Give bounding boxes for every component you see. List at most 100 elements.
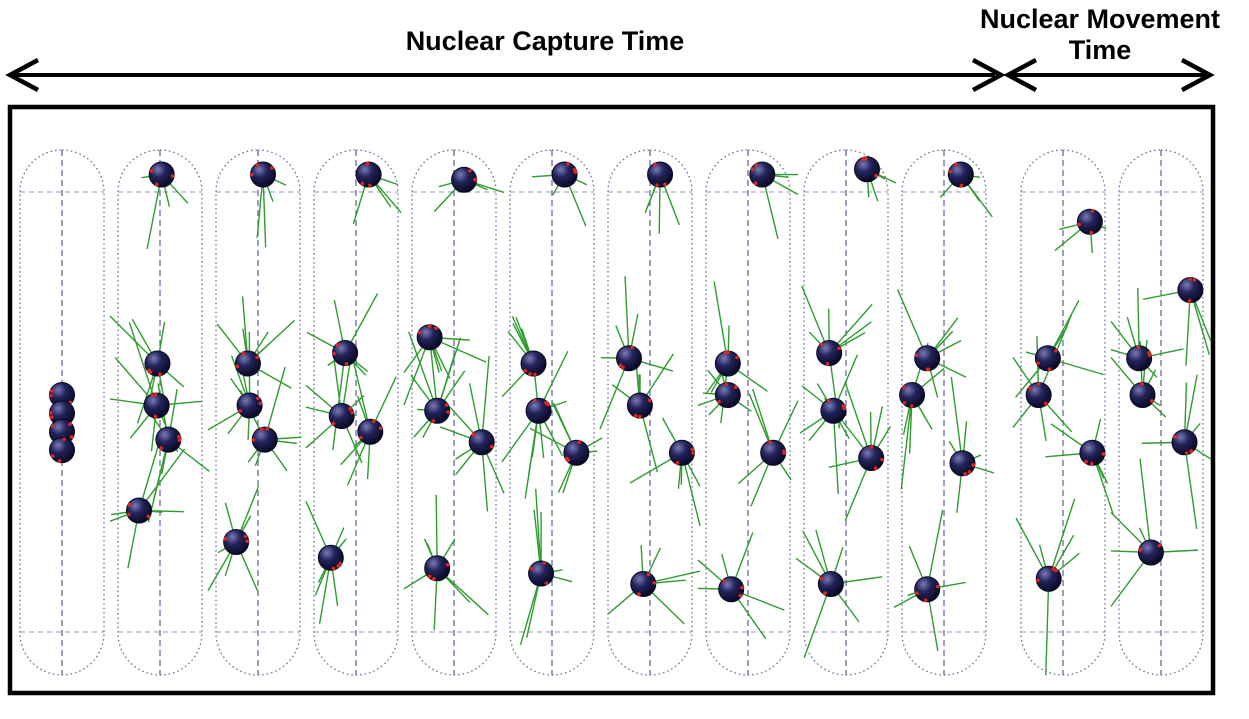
kinetochore-dot [154, 182, 159, 187]
kinetochore-dot [863, 156, 868, 161]
kinetochore-dot [724, 382, 728, 386]
kinetochore-dot [241, 351, 245, 356]
kinetochore-dot [490, 444, 494, 449]
kinetochore-dot [735, 355, 739, 360]
kinetochore-dot [967, 470, 972, 474]
nucleus [250, 161, 277, 188]
microtubule [713, 281, 729, 364]
nucleus [424, 555, 451, 582]
kinetochore-dot [577, 440, 581, 444]
kinetochore-dot [738, 593, 743, 598]
kinetochore-dot [49, 389, 54, 393]
nucleus [144, 350, 171, 377]
kinetochore-dot [1147, 353, 1152, 358]
nucleus [914, 345, 941, 372]
capture-arrow-left-head [5, 58, 40, 92]
nucleus [714, 350, 741, 377]
kinetochore-dot [630, 345, 635, 350]
kinetochore-dot [270, 166, 274, 170]
kinetochore-dot [256, 396, 260, 401]
kinetochore-dot [69, 435, 74, 439]
kinetochore-dot [663, 182, 667, 187]
kinetochore-dot [874, 173, 878, 178]
kinetochore-dot [826, 399, 831, 403]
kinetochore-dot [127, 503, 132, 507]
nucleus [317, 544, 344, 571]
frame [7, 104, 1216, 696]
nucleus [749, 161, 776, 188]
kinetochore-dot [427, 574, 432, 579]
microtubule [408, 331, 438, 411]
kinetochore-dot [1043, 401, 1048, 406]
kinetochore-dot [223, 537, 228, 541]
kinetochore-dot [146, 514, 151, 519]
kinetochore-dot [948, 169, 953, 174]
kinetochore-dot [331, 421, 336, 426]
nucleus [126, 497, 152, 524]
kinetochore-dot [722, 579, 726, 583]
nucleus [49, 437, 75, 464]
nucleus [820, 397, 847, 424]
nucleus [760, 439, 787, 466]
kinetochore-dot [255, 355, 259, 360]
kinetochore-dot [1173, 435, 1177, 439]
cell-panel-p5 [403, 149, 505, 676]
nucleus [143, 392, 170, 419]
nucleus [551, 161, 578, 188]
nucleus [626, 392, 653, 419]
microtubule [524, 410, 540, 499]
kinetochore-dot [49, 415, 54, 420]
nucleus [1035, 565, 1062, 592]
cell-panel-p11 [1012, 149, 1114, 676]
cell-panel-p8 [697, 149, 799, 676]
kinetochore-dot [1051, 566, 1056, 571]
kinetochore-dot [472, 432, 477, 437]
nucleus [148, 161, 175, 188]
kinetochore-dot [637, 592, 641, 596]
microtubule [926, 510, 944, 590]
microtubule [900, 394, 913, 490]
kinetochore-dot [1084, 459, 1088, 464]
nucleus [1126, 345, 1153, 372]
cell-panels [19, 149, 1212, 676]
kinetochore-dot [250, 172, 254, 177]
nucleus [251, 426, 278, 453]
nucleus [816, 340, 843, 366]
nucleus [1129, 382, 1156, 408]
cell-panel-p4 [305, 149, 402, 676]
kinetochore-dot [566, 162, 570, 166]
kinetochore-dot [434, 326, 438, 331]
kinetochore-dot [825, 362, 830, 366]
kinetochore-dot [1157, 543, 1162, 548]
nucleus [947, 161, 974, 188]
kinetochore-dot [820, 342, 824, 347]
kinetochore-dot [954, 162, 958, 167]
kinetochore-dot [841, 404, 846, 408]
kinetochore-dot [1188, 277, 1192, 281]
nucleus [1177, 277, 1204, 303]
nucleus [647, 161, 674, 188]
kinetochore-dot [243, 534, 248, 539]
kinetochore-dot [68, 422, 72, 426]
kinetochore-dot [652, 581, 657, 585]
kinetochore-dot [1140, 382, 1144, 386]
kinetochore-dot [1187, 299, 1192, 303]
kinetochore-dot [1090, 209, 1095, 213]
nucleus [858, 445, 885, 471]
microtubule [1139, 458, 1152, 553]
kinetochore-dot [126, 512, 131, 517]
kinetochore-dot [1089, 230, 1094, 235]
nucleus [616, 345, 642, 372]
kinetochore-dot [417, 330, 422, 335]
kinetochore-dot [750, 167, 755, 172]
nucleus [718, 576, 745, 603]
microtubule [950, 376, 964, 464]
nucleus [563, 439, 590, 466]
nucleus [854, 156, 880, 183]
kinetochore-dot [754, 163, 759, 168]
kinetochore-dot [925, 367, 930, 372]
microtubule [624, 276, 630, 359]
kinetochore-dot [902, 385, 906, 390]
kinetochore-dot [837, 346, 841, 351]
kinetochore-dot [902, 401, 907, 405]
